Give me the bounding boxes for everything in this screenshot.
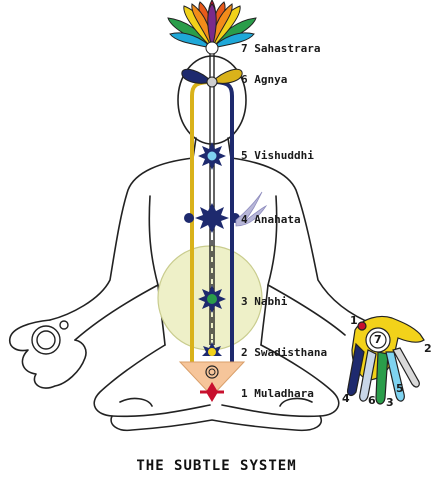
finger-1 bbox=[347, 342, 365, 397]
seated-figure-outline bbox=[8, 55, 376, 432]
label-sahastrara: 7 Sahastrara bbox=[241, 42, 321, 55]
hand-center-number: 7 bbox=[374, 333, 382, 346]
right-hand-diagram bbox=[347, 315, 425, 405]
vishuddhi-chakra bbox=[198, 142, 226, 170]
anahata-chakra bbox=[184, 191, 268, 233]
sahastrara-lotus bbox=[167, 0, 257, 55]
nabhi-chakra bbox=[198, 285, 226, 313]
label-agnya: 6 Agnya bbox=[241, 73, 288, 86]
finger-6 bbox=[375, 351, 389, 405]
label-nabhi: 3 Nabhi bbox=[241, 295, 288, 308]
hand-number-1: 1 bbox=[350, 314, 358, 327]
hand-number-6: 6 bbox=[368, 394, 376, 407]
anahata-wing bbox=[235, 191, 268, 227]
agnya-chakra bbox=[181, 68, 243, 88]
swadisthana-chakra bbox=[202, 342, 222, 356]
hand-number-2: 2 bbox=[424, 342, 432, 355]
hand-number-4: 4 bbox=[342, 392, 350, 405]
label-anahata: 4 Anahata bbox=[241, 213, 301, 226]
label-muladhara: 1 Muladhara bbox=[241, 387, 314, 400]
label-swadisthana: 2 Swadisthana bbox=[241, 346, 328, 359]
label-vishuddhi: 5 Vishuddhi bbox=[241, 149, 314, 162]
diagram-title: THE SUBTLE SYSTEM bbox=[136, 458, 297, 474]
muladhara-chakra bbox=[200, 382, 224, 402]
hand-number-3: 3 bbox=[386, 396, 394, 409]
hand-number-5: 5 bbox=[396, 382, 404, 395]
left-palm-symbol bbox=[31, 320, 69, 355]
finger-3 bbox=[385, 351, 405, 402]
muladhara-triangle bbox=[178, 361, 246, 397]
finger-4 bbox=[359, 349, 377, 402]
finger-5 bbox=[392, 347, 420, 388]
